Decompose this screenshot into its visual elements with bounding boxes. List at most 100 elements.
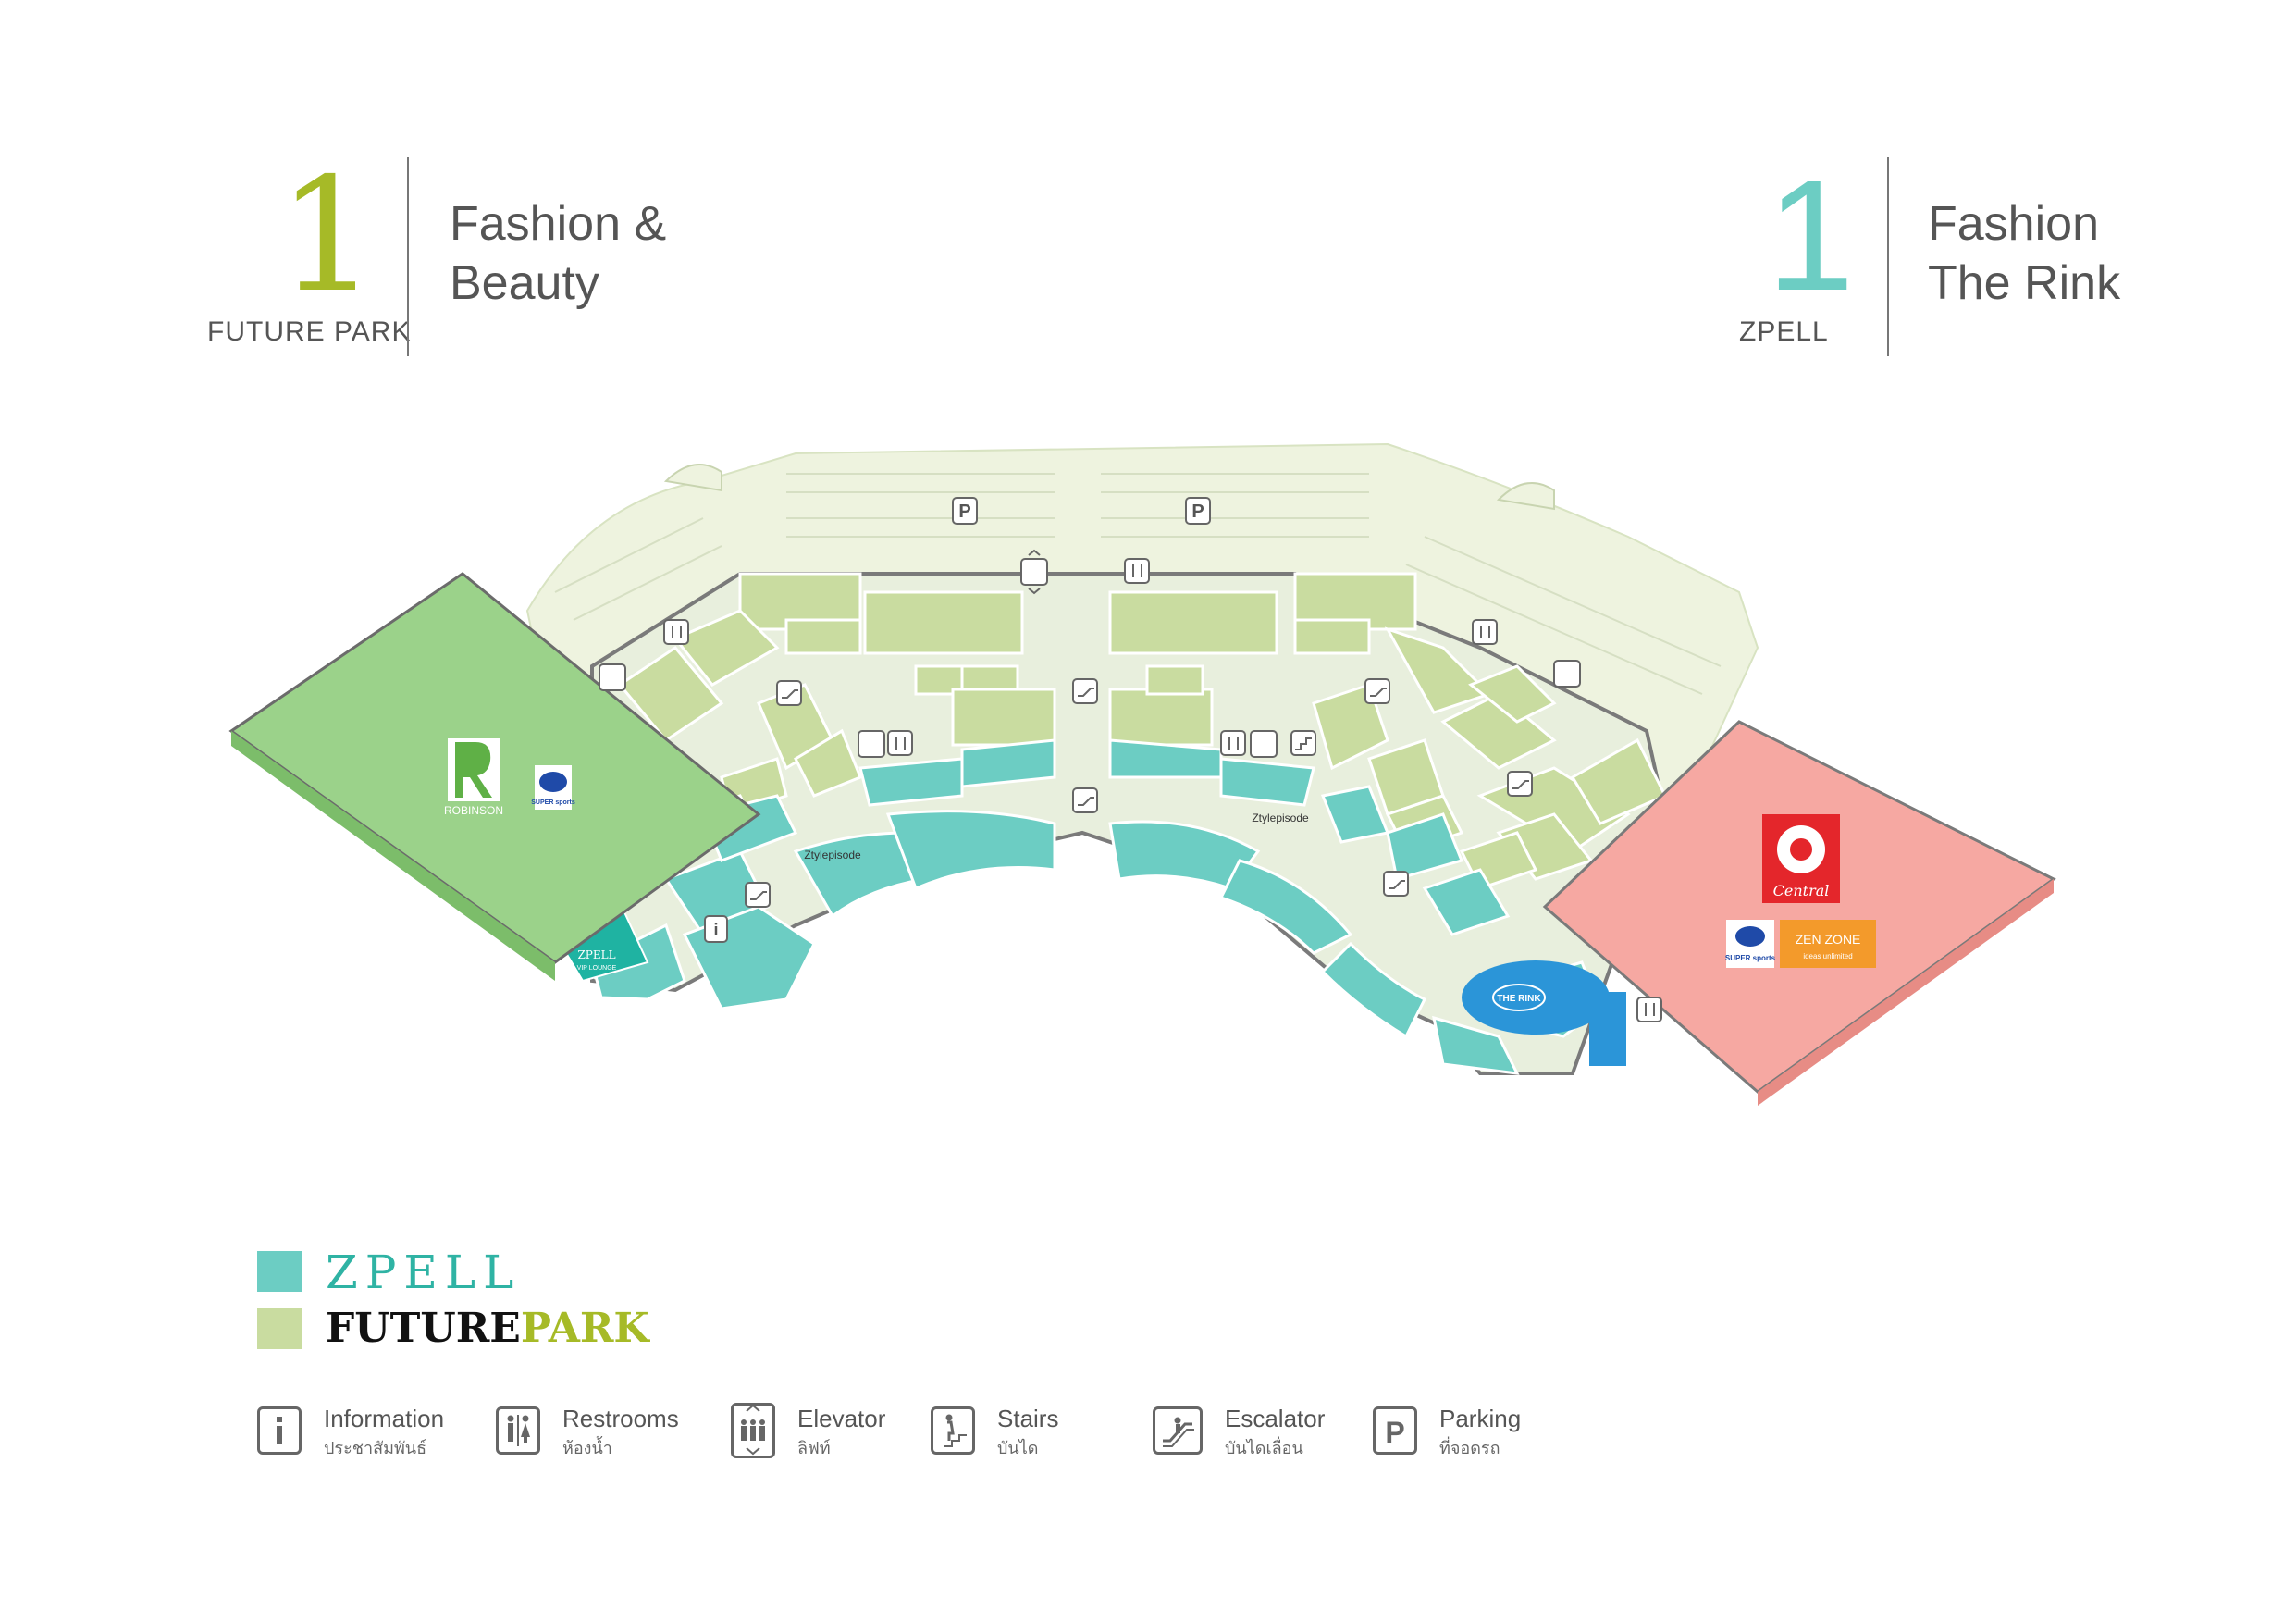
right-floor-building: ZPELL <box>1739 316 1829 347</box>
escalator-marker[interactable] <box>776 680 802 706</box>
escalator-marker[interactable] <box>1383 871 1409 897</box>
fp-store <box>1293 618 1371 655</box>
right-floor-number: 1 <box>1767 148 1855 324</box>
zpell-store <box>1432 1015 1520 1075</box>
zpell-store <box>1219 757 1315 807</box>
elevator-icon <box>731 1403 775 1458</box>
information-icon <box>257 1406 302 1455</box>
left-floor-header: 1 FUTURE PARK Fashion & Beauty <box>204 157 685 356</box>
right-floor-header: 1 ZPELL Fashion The Rink <box>1730 157 2211 356</box>
super-sports-logo-right: SUPER sports <box>1725 920 1776 968</box>
fp-store <box>1440 692 1557 770</box>
restrooms-icon <box>496 1406 540 1455</box>
zpell-store <box>858 757 964 807</box>
zenzone-logo: ZEN ZONE ideas unlimited <box>1780 920 1876 968</box>
central-label: Central <box>1773 882 1830 899</box>
legend-elevator: Elevator ลิฟท์ <box>731 1397 916 1471</box>
parking-marker[interactable]: P <box>952 497 978 525</box>
fp-store <box>1108 688 1214 747</box>
left-floor-number: 1 <box>278 144 378 328</box>
parking-icon: P <box>1373 1406 1417 1455</box>
fp-store <box>673 609 780 687</box>
legend-stairs: Stairs บันได <box>931 1397 1116 1471</box>
parking-ramp-right <box>1496 482 1555 511</box>
escalator-marker[interactable] <box>1072 787 1098 813</box>
legend-restrooms: Restrooms ห้องน้ำ <box>496 1397 709 1471</box>
svg-text:SUPER sports: SUPER sports <box>1725 954 1776 962</box>
ztylepisode-right-label: Ztylepisode <box>1252 812 1309 824</box>
central-logo: Central <box>1762 814 1840 903</box>
zpell-vip-sublabel: VIP LOUNGE <box>577 965 617 972</box>
legend-parking: P Parking ที่จอดรถ <box>1373 1397 1558 1471</box>
the-rink-label: THE RINK <box>1497 994 1541 1004</box>
left-floor-title: Fashion & Beauty <box>450 197 667 310</box>
legend-futurepark: FUTUREPARK <box>257 1305 649 1355</box>
icon-legend: Information ประชาสัมพันธ์ Restrooms ห้อง… <box>0 1397 2296 1471</box>
right-floor-title: Fashion The Rink <box>1928 197 2121 310</box>
fp-store <box>863 590 1024 655</box>
legend-zpell: ZPELL <box>257 1245 627 1299</box>
escalator-marker[interactable] <box>1364 678 1390 704</box>
zpell-store <box>1386 812 1464 881</box>
fp-store <box>1145 664 1204 696</box>
parking-marker[interactable]: P <box>1185 497 1211 525</box>
escalator-icon <box>1153 1406 1203 1455</box>
robinson-label: ROBINSON <box>444 804 503 817</box>
information-marker[interactable]: i <box>704 915 728 943</box>
zpell-store <box>960 738 1056 788</box>
zpell-stores <box>590 738 1602 1075</box>
escalator-marker[interactable] <box>1507 771 1533 797</box>
robinson-logo: ROBINSON <box>444 738 503 817</box>
svg-text:SUPER sports: SUPER sports <box>531 799 575 806</box>
restroom-marker[interactable] <box>887 730 913 756</box>
stairs-marker[interactable] <box>1290 730 1316 756</box>
super-sports-logo-left: SUPER sports <box>531 765 575 810</box>
restroom-marker[interactable] <box>1472 619 1498 645</box>
fp-store <box>951 688 1056 747</box>
fp-store <box>617 646 724 742</box>
escalator-marker[interactable] <box>745 882 771 908</box>
stairs-icon <box>931 1406 975 1455</box>
parking-stripes <box>554 473 1722 695</box>
fp-store <box>794 728 862 798</box>
central-anchor <box>1542 720 2056 1106</box>
fp-store <box>1312 683 1389 771</box>
left-floor-building: FUTURE PARK <box>207 316 412 347</box>
svg-text:ZEN ZONE: ZEN ZONE <box>1796 932 1861 947</box>
the-rink: THE RINK <box>1462 960 1626 1066</box>
futurepark-swatch <box>257 1308 302 1349</box>
zpell-store <box>1218 859 1353 955</box>
restroom-marker[interactable] <box>1124 558 1150 584</box>
zpell-store <box>885 810 1056 890</box>
restroom-marker[interactable] <box>1636 997 1662 1022</box>
zpell-store <box>1320 941 1427 1039</box>
svg-text:i: i <box>713 921 718 939</box>
parking-ramp-left <box>663 464 722 492</box>
zpell-swatch <box>257 1251 302 1292</box>
zpell-brand-name: ZPELL <box>326 1245 522 1299</box>
svg-text:P: P <box>1191 502 1204 522</box>
fp-store <box>1468 664 1557 724</box>
elevator-marker[interactable] <box>1553 660 1581 688</box>
svg-text:P: P <box>1385 1416 1404 1449</box>
escalator-marker[interactable] <box>1072 678 1098 704</box>
legend-information: Information ประชาสัมพันธ์ <box>257 1397 461 1471</box>
fp-store <box>784 618 862 655</box>
left-floor-divider <box>407 157 409 356</box>
elevator-marker[interactable] <box>1250 730 1278 758</box>
elevator-marker[interactable] <box>1020 549 1048 595</box>
fp-store <box>1108 590 1278 655</box>
legend-escalator: Escalator บันไดเลื่อน <box>1153 1397 1375 1471</box>
svg-text:P: P <box>958 502 970 522</box>
zpell-store <box>1422 868 1511 936</box>
zpell-vip-label: ZPELL <box>577 948 615 961</box>
svg-text:ideas unlimited: ideas unlimited <box>1803 952 1852 960</box>
elevator-marker[interactable] <box>858 730 885 758</box>
restroom-marker[interactable] <box>1220 730 1246 756</box>
ztylepisode-left-label: Ztylepisode <box>804 849 861 861</box>
right-floor-divider <box>1887 157 1889 356</box>
futurepark-brand-name: FUTUREPARK <box>326 1305 649 1352</box>
restroom-marker[interactable] <box>663 619 689 645</box>
elevator-marker[interactable] <box>599 663 626 691</box>
